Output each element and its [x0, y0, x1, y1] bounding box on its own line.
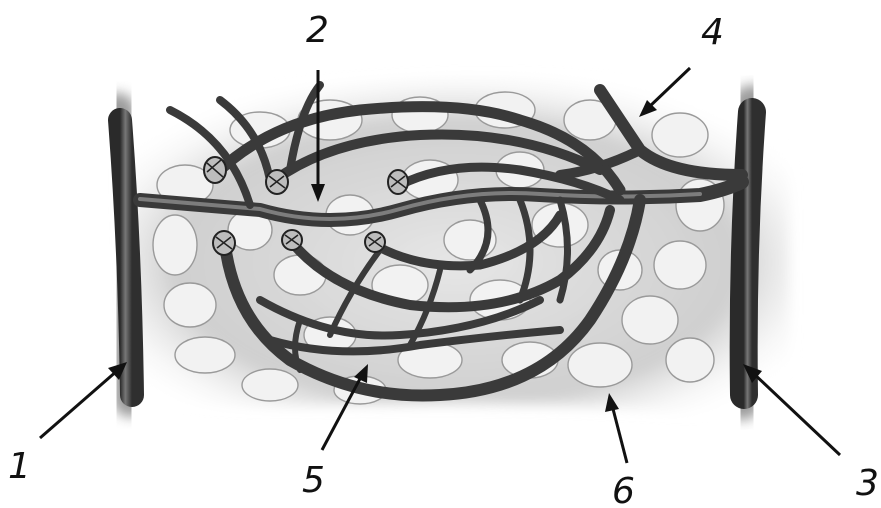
- sphincter: [282, 230, 302, 250]
- sphincter: [213, 231, 235, 255]
- sphincter: [365, 232, 385, 252]
- label-3: 3: [856, 463, 879, 504]
- right-vessel: [742, 105, 752, 400]
- label-5: 5: [302, 460, 325, 501]
- label-4: 4: [701, 12, 724, 53]
- sphincter: [388, 170, 408, 194]
- label-1: 1: [8, 446, 31, 487]
- sphincter: [266, 170, 288, 194]
- label-2: 2: [306, 10, 329, 51]
- left-vessel: [118, 110, 132, 400]
- sphincter: [204, 157, 226, 183]
- label-6: 6: [612, 471, 635, 508]
